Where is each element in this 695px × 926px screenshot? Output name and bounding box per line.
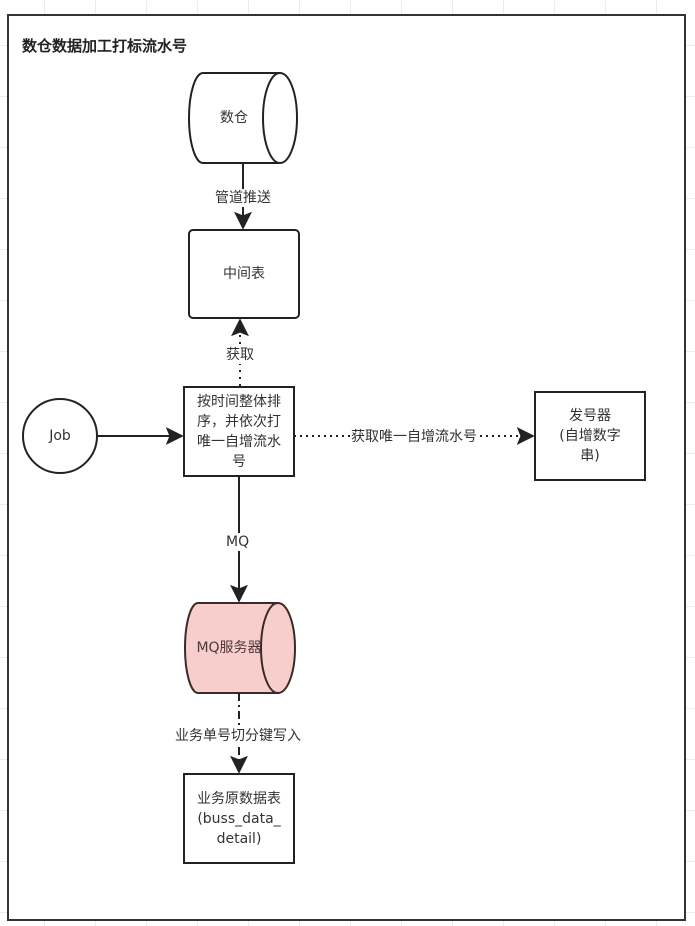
node-mq-server-label: MQ服务器 [196, 639, 262, 656]
node-intermediate-table-label: 中间表 [223, 265, 265, 282]
edge-mq-label: MQ [225, 533, 251, 551]
edge-fetch-label: 获取 [225, 346, 255, 364]
node-warehouse-shape[interactable] [188, 72, 298, 164]
diagram-title: 数仓数据加工打标流水号 [22, 37, 188, 55]
node-mq-server-shape[interactable] [184, 602, 296, 694]
node-number-issuer-label-line2: (自增数字串) [559, 428, 621, 464]
node-business-table-label: 业务原数据表 (buss_data_detail) [184, 774, 294, 863]
edge-get-serial-label: 获取唯一自增流水号 [350, 428, 478, 446]
edge-pipeline-push-label: 管道推送 [214, 189, 272, 207]
node-business-table-label-line1: 业务原数据表 [197, 790, 281, 807]
edge-write-label: 业务单号切分键写入 [174, 727, 302, 745]
node-number-issuer-label: 发号器 (自增数字串) [535, 392, 645, 480]
node-sorter-label: 按时间整体排序，并依次打唯一自增流水号 [197, 393, 281, 470]
node-business-table-shape[interactable] [183, 773, 295, 864]
node-intermediate-table-shape[interactable] [188, 229, 300, 319]
node-number-issuer-label-line1: 发号器 [569, 408, 611, 424]
node-number-issuer-shape[interactable] [534, 391, 646, 481]
node-business-table-label-line2: (buss_data_detail) [197, 810, 281, 847]
node-warehouse-label: 数仓 [220, 109, 248, 126]
node-job-label: Job [49, 427, 71, 444]
